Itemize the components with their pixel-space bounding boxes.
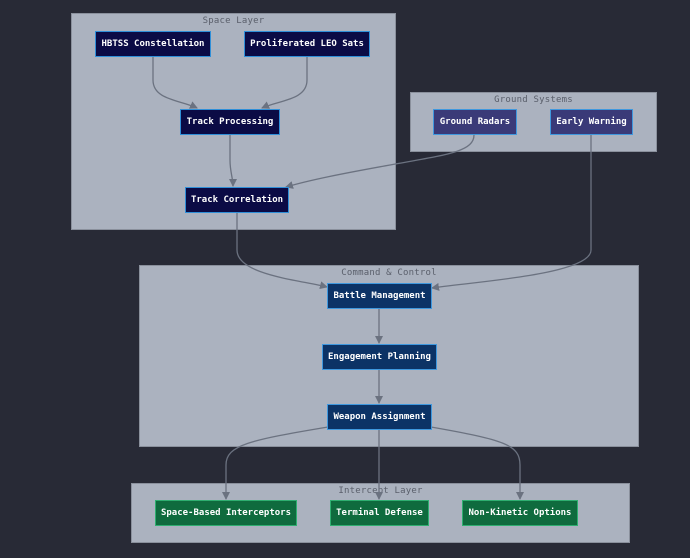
node-battle-management[interactable]: Battle Management — [327, 283, 432, 309]
cluster-label-command-control: Command & Control — [341, 268, 437, 278]
cluster-label-ground-systems: Ground Systems — [494, 95, 573, 105]
node-track-correlation[interactable]: Track Correlation — [185, 187, 289, 213]
node-ground-radars[interactable]: Ground Radars — [433, 109, 517, 135]
node-proliferated-leo-sats[interactable]: Proliferated LEO Sats — [244, 31, 370, 57]
node-non-kinetic-options[interactable]: Non-Kinetic Options — [462, 500, 578, 526]
cluster-label-space-layer: Space Layer — [202, 16, 265, 26]
node-hbtss-constellation[interactable]: HBTSS Constellation — [95, 31, 211, 57]
node-early-warning[interactable]: Early Warning — [550, 109, 633, 135]
node-weapon-assignment[interactable]: Weapon Assignment — [327, 404, 432, 430]
node-track-processing[interactable]: Track Processing — [180, 109, 280, 135]
node-terminal-defense[interactable]: Terminal Defense — [330, 500, 429, 526]
node-engagement-planning[interactable]: Engagement Planning — [322, 344, 437, 370]
cluster-label-intercept-layer: Intercept Layer — [338, 486, 423, 496]
node-space-based-interceptors[interactable]: Space-Based Interceptors — [155, 500, 297, 526]
